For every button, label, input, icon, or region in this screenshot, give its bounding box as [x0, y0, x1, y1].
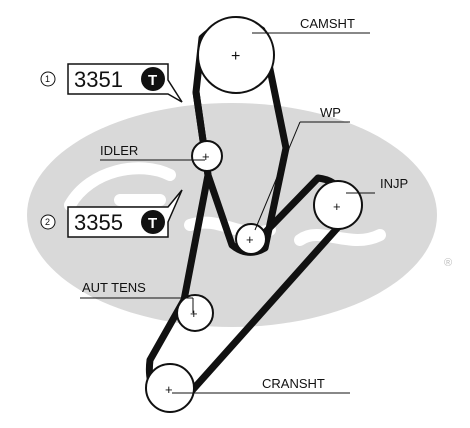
pulley-idler: +: [191, 140, 223, 172]
pulley-water-pump: +: [235, 223, 267, 255]
label-idler: IDLER: [100, 143, 138, 158]
timing-belt-badge-icon: [141, 210, 165, 234]
part-number: 3355: [74, 210, 123, 235]
watermark-swash: [64, 162, 386, 246]
registered-mark: ®: [444, 257, 452, 269]
pulley-injection-pump: +: [313, 180, 363, 230]
part-index: 1: [45, 74, 50, 84]
center-mark: +: [202, 149, 210, 164]
label-aut-tens: AUT TENS: [82, 280, 146, 295]
center-mark: +: [246, 232, 254, 247]
leader-wp: [254, 121, 301, 231]
pulley-camshaft: +: [197, 16, 275, 94]
label-cransht: CRANSHT: [262, 376, 325, 391]
pulley-auto-tensioner: +: [176, 294, 214, 332]
badge-letter: T: [148, 72, 157, 89]
timing-belt-badge-icon: [141, 67, 165, 91]
center-mark: +: [333, 199, 341, 214]
index-circle-icon: [40, 214, 56, 230]
label-camsht: CAMSHT: [300, 16, 355, 31]
center-mark: +: [231, 48, 240, 65]
gates-logo-watermark: ®: [27, 103, 452, 327]
badge-letter: T: [148, 215, 157, 232]
part-callout-1: 1 3351 T: [40, 63, 183, 103]
index-circle-icon: [40, 71, 56, 87]
part-index: 2: [45, 217, 50, 227]
center-mark: +: [165, 382, 173, 397]
pulley-crankshaft: +: [145, 363, 195, 413]
label-wp: WP: [320, 105, 341, 120]
label-injp: INJP: [380, 176, 408, 191]
watermark-oval: [27, 103, 437, 327]
center-mark: +: [190, 306, 198, 321]
part-callout-2: 2 3355 T: [40, 189, 183, 238]
part-number: 3351: [74, 67, 123, 92]
